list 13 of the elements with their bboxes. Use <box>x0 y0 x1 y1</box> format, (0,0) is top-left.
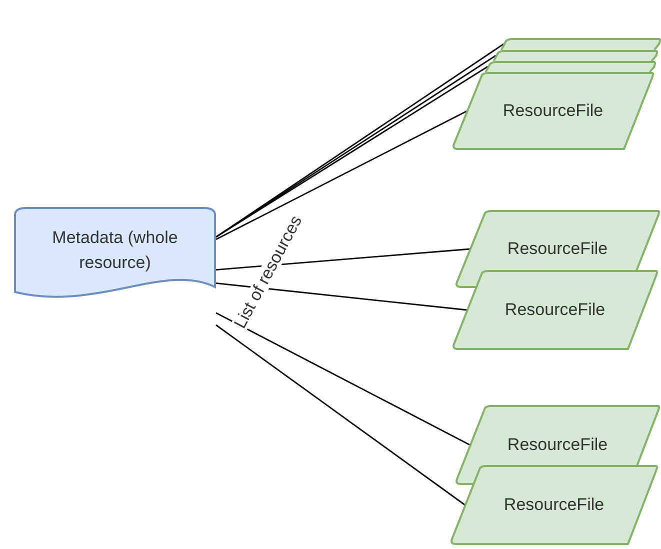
connector-line <box>216 312 470 446</box>
connector-line <box>216 248 470 270</box>
node-label: Metadata (whole resource) <box>51 227 179 274</box>
connector-line <box>216 282 468 311</box>
parallelogram-shape <box>452 270 658 350</box>
node-label: ResourceFile <box>504 494 604 516</box>
node-label: ResourceFile <box>504 298 606 321</box>
node-label: ResourceFile <box>507 434 608 456</box>
connector-line <box>216 110 468 240</box>
parallelogram-shape <box>450 465 658 545</box>
connector-line <box>216 324 466 506</box>
node-label: ResourceFile <box>507 238 608 260</box>
node-label: ResourceFile <box>502 100 604 122</box>
